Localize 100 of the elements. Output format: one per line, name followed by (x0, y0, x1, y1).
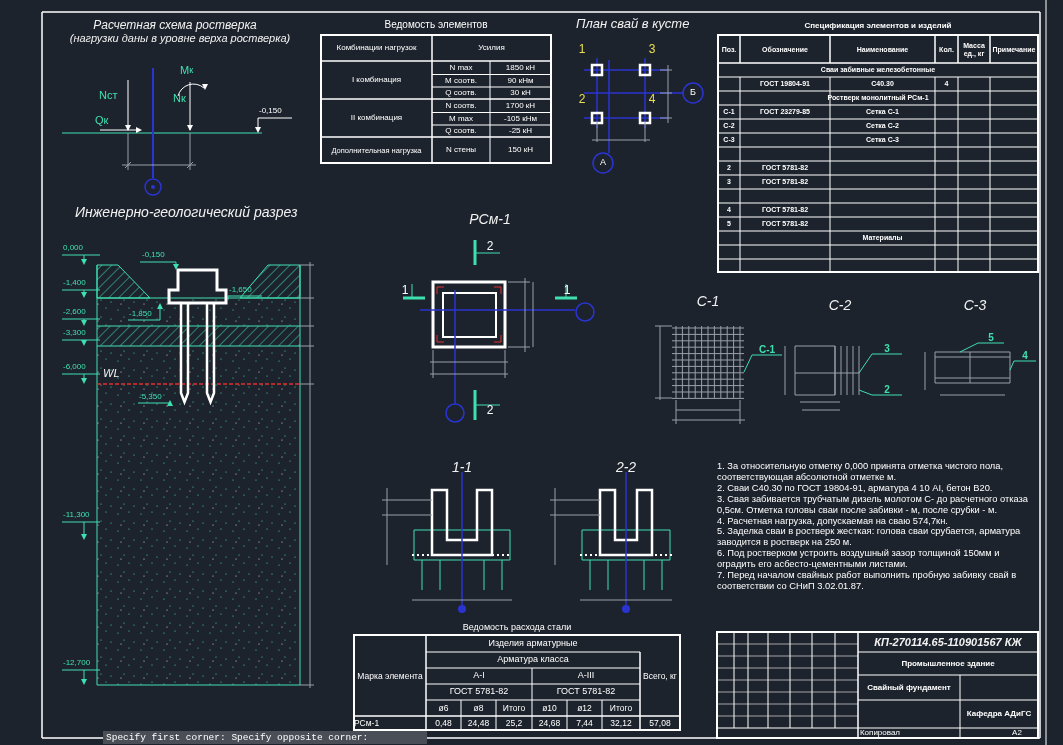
pile-number: 2 (577, 92, 587, 106)
drawing-title: Инженерно-геологический разрез (75, 203, 299, 221)
table-text: -105 кНм (503, 112, 538, 125)
column-header: Комбинации нагрузок (335, 42, 418, 55)
force-label: Qк (95, 114, 110, 128)
level-mark: -0,150 (259, 106, 283, 117)
pile-number: 4 (647, 92, 657, 106)
section-mark: 2 (485, 240, 495, 253)
callout-label: С-1 (752, 343, 782, 355)
leader-line (959, 342, 1005, 353)
table-text: N соотв. (444, 100, 478, 113)
drawing-title: С-3 (962, 296, 988, 314)
leader-line (858, 389, 903, 396)
table-text: 150 кН (507, 144, 534, 157)
level-mark: -1,400 (63, 278, 87, 289)
title-block-text: Кафедра АДиГС (965, 708, 1033, 721)
column-header: ø6 (437, 701, 450, 715)
note-text: 7. Перед началом свайных работ выполнить пробную забивку свай в соответствии со СНиП 3.02.01.87. (717, 570, 1018, 592)
title-block-text: Свайный фундамент (866, 681, 952, 694)
title-block-text: Копировал (858, 728, 902, 738)
column-header: ø10 (541, 701, 558, 715)
callout-label: 5 (978, 332, 1004, 343)
table-text: 1700 кН (504, 100, 537, 113)
table-text: 7,44 (575, 716, 594, 730)
pile-number: 1 (577, 42, 587, 56)
table-text: РСм-1 (354, 716, 381, 730)
column-header: ø8 (472, 701, 485, 715)
level-mark: -1,650 (229, 285, 253, 296)
table-text: 1850 кН (504, 62, 537, 75)
table-title: Ведомость расхода стали (461, 621, 573, 634)
table-text: 30 кН (509, 87, 532, 100)
table-text: N max (448, 62, 474, 75)
drawing-title: Расчетная схема ростверка (92, 18, 258, 32)
drawing-title: 2-2 (614, 458, 638, 476)
note-text: 5. Заделка сваи в ростверк жесткая: голова сваи срубается, арматура заводится в ростверк на 250 м. (717, 526, 1022, 549)
level-mark: -6,000 (63, 362, 87, 373)
leader-line (1009, 360, 1037, 371)
level-mark: -5,350 (139, 392, 163, 403)
table-text: M соотв. (444, 74, 478, 87)
table-title: Ведомость элементов (383, 18, 489, 32)
drawing-title: План свай в кусте (576, 16, 691, 32)
column-header: ГОСТ 5781-82 (555, 685, 617, 699)
table-text: 24,48 (466, 716, 491, 730)
title-block-text: А2 (1011, 728, 1023, 738)
drawing-title: 1-1 (450, 458, 474, 476)
drawing-title: РСм-1 (468, 210, 512, 228)
section-mark: 1 (400, 284, 410, 297)
table-text: Q соотв. (444, 125, 478, 138)
column-header: Усилия (477, 42, 506, 55)
table-text: Q соотв. (444, 87, 478, 100)
table-title: Спецификация элементов и изделий (803, 20, 953, 33)
level-mark: -11,300 (63, 510, 91, 521)
table-text: I комбинация (350, 74, 403, 87)
column-header: ø12 (576, 701, 593, 715)
force-label: Nст (99, 89, 119, 103)
callout-label: 4 (1014, 350, 1036, 361)
table-text: M max (448, 112, 474, 125)
column-header: Всего, кг (642, 669, 678, 683)
level-mark: -1,850 (129, 309, 153, 320)
section-mark: 1 (562, 284, 572, 297)
drawing-title: С-1 (695, 292, 721, 310)
callout-label: 2 (872, 384, 902, 395)
table-text: 0,48 (434, 716, 453, 730)
section-mark: 2 (485, 404, 495, 417)
table-text: II комбинация (349, 112, 404, 125)
table-text: 57,08 (648, 716, 672, 730)
note-text: 6. Под ростверком устроить воздушный зазор толщиной 150мм и оградить его асбесто-цементными листами. (717, 548, 1001, 571)
water-level-label: WL (103, 367, 121, 381)
note-text: 3. Свая забивается трубчатым дизель молотом С- до расчетного отказа 0,5см. Отметка головы сваи после забивки - м, после срубки - м. (717, 493, 1030, 516)
welded-mesh-drawing (654, 325, 746, 425)
level-mark: -2,600 (63, 307, 87, 318)
column-header: Итого (608, 701, 634, 715)
column-header: Изделия арматурные (487, 637, 579, 651)
note-text: 2. Сваи С40.30 по ГОСТ 19804-91, арматура 4 10 AI, бетон В20. (717, 482, 994, 494)
column-header: Итого (501, 701, 527, 715)
leader-line (858, 353, 903, 374)
note-text: 4. Расчетная нагрузка, допускаемая на сваю 574,7кн. (717, 515, 949, 527)
level-mark: -12,700 (63, 658, 92, 669)
drawing-subtitle: (нагрузки даны в уровне верха ростверка) (68, 32, 292, 46)
column-header: А-III (576, 669, 596, 683)
column-header: Марка элемента (356, 669, 424, 683)
column-header: А-I (472, 669, 486, 683)
table-text: 25,2 (504, 716, 524, 730)
axis-label: А (599, 157, 607, 169)
drawing-title: С-2 (827, 296, 853, 314)
drawing-code: КП-270114.65-110901567 КЖ (873, 634, 1023, 650)
axis-label: Б (689, 87, 697, 99)
column-header: Арматура класса (496, 653, 570, 667)
table-text: -25 кН (507, 125, 534, 138)
table-text: N стены (444, 144, 478, 157)
level-mark: -0,150 (142, 250, 166, 261)
callout-label: 3 (872, 343, 902, 354)
note-text: 1. За относительную отметку 0,000 принята отметка чистого пола, соответствующая абсолютной отметке м. (717, 461, 1005, 483)
column-header: ГОСТ 5781-82 (448, 685, 510, 699)
rebar-mesh-drawing (784, 345, 860, 411)
table-text: 32,12 (609, 716, 633, 730)
rebar-frame-drawing (924, 351, 1011, 396)
table-text: 90 кНм (506, 74, 535, 87)
level-mark: 0,000 (63, 243, 85, 254)
level-mark: -3,300 (63, 328, 87, 339)
